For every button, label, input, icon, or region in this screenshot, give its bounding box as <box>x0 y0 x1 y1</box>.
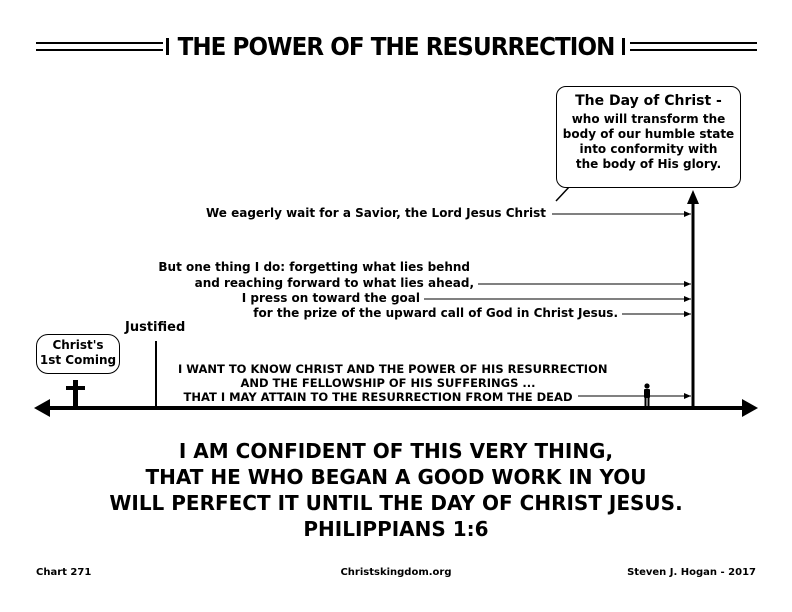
verse-line: WILL PERFECT IT UNTIL THE DAY OF CHRIST … <box>109 491 683 515</box>
chart-number: Chart 271 <box>36 567 92 578</box>
title-rule-right-end <box>622 38 625 55</box>
website: Christskingdom.org <box>340 567 452 578</box>
title-rule-left-bottom <box>36 49 163 51</box>
know-text-1: I WANT TO KNOW CHRIST AND THE POWER OF H… <box>178 362 608 376</box>
press-text-4: for the prize of the upward call of God … <box>253 306 618 320</box>
wait-text: We eagerly wait for a Savior, the Lord J… <box>205 206 546 220</box>
first-coming-line: 1st Coming <box>39 353 117 367</box>
day-of-christ-box: The Day of Christ - who will transform t… <box>556 86 741 188</box>
callout-pointer <box>555 185 571 202</box>
person-icon <box>644 383 650 406</box>
verse-block: I AM CONFIDENT OF THIS VERY THING, THAT … <box>0 438 792 542</box>
day-of-christ-line: the body of His glory. <box>575 157 722 171</box>
first-coming-line: Christ's <box>52 338 104 352</box>
title-rule-left-top <box>36 42 163 44</box>
press-text-1: But one thing I do: forgetting what lies… <box>158 260 470 274</box>
title-rule-left-end <box>166 38 169 55</box>
verse-reference: PHILIPPIANS 1:6 <box>303 517 489 541</box>
timeline-left-arrowhead <box>34 399 50 417</box>
justified-label: Justified <box>125 320 186 335</box>
press-text-3: I press on toward the goal <box>241 291 420 305</box>
day-of-christ-line: into conformity with <box>579 142 718 156</box>
first-coming-box: Christ's 1st Coming <box>36 334 120 374</box>
cross-icon <box>73 380 78 408</box>
day-of-christ-heading: The Day of Christ - <box>575 93 722 109</box>
know-text-2: AND THE FELLOWSHIP OF HIS SUFFERINGS ... <box>240 376 536 390</box>
verse-line: I AM CONFIDENT OF THIS VERY THING, <box>178 439 614 463</box>
verse-line: THAT HE WHO BEGAN A GOOD WORK IN YOU <box>145 465 647 489</box>
title-rule-right-bottom <box>630 49 757 51</box>
title-rule-right-top <box>630 42 757 44</box>
timeline-right-arrowhead <box>742 399 758 417</box>
day-of-christ-line: who will transform the <box>571 112 726 126</box>
page-title: THE POWER OF THE RESURRECTION <box>177 32 616 61</box>
know-text-3: THAT I MAY ATTAIN TO THE RESURRECTION FR… <box>183 390 573 404</box>
press-text-2: and reaching forward to what lies ahead, <box>194 276 474 290</box>
author-credit: Steven J. Hogan - 2017 <box>627 567 756 578</box>
day-of-christ-line: body of our humble state <box>562 127 735 141</box>
day-of-christ-arrowhead <box>687 190 699 204</box>
